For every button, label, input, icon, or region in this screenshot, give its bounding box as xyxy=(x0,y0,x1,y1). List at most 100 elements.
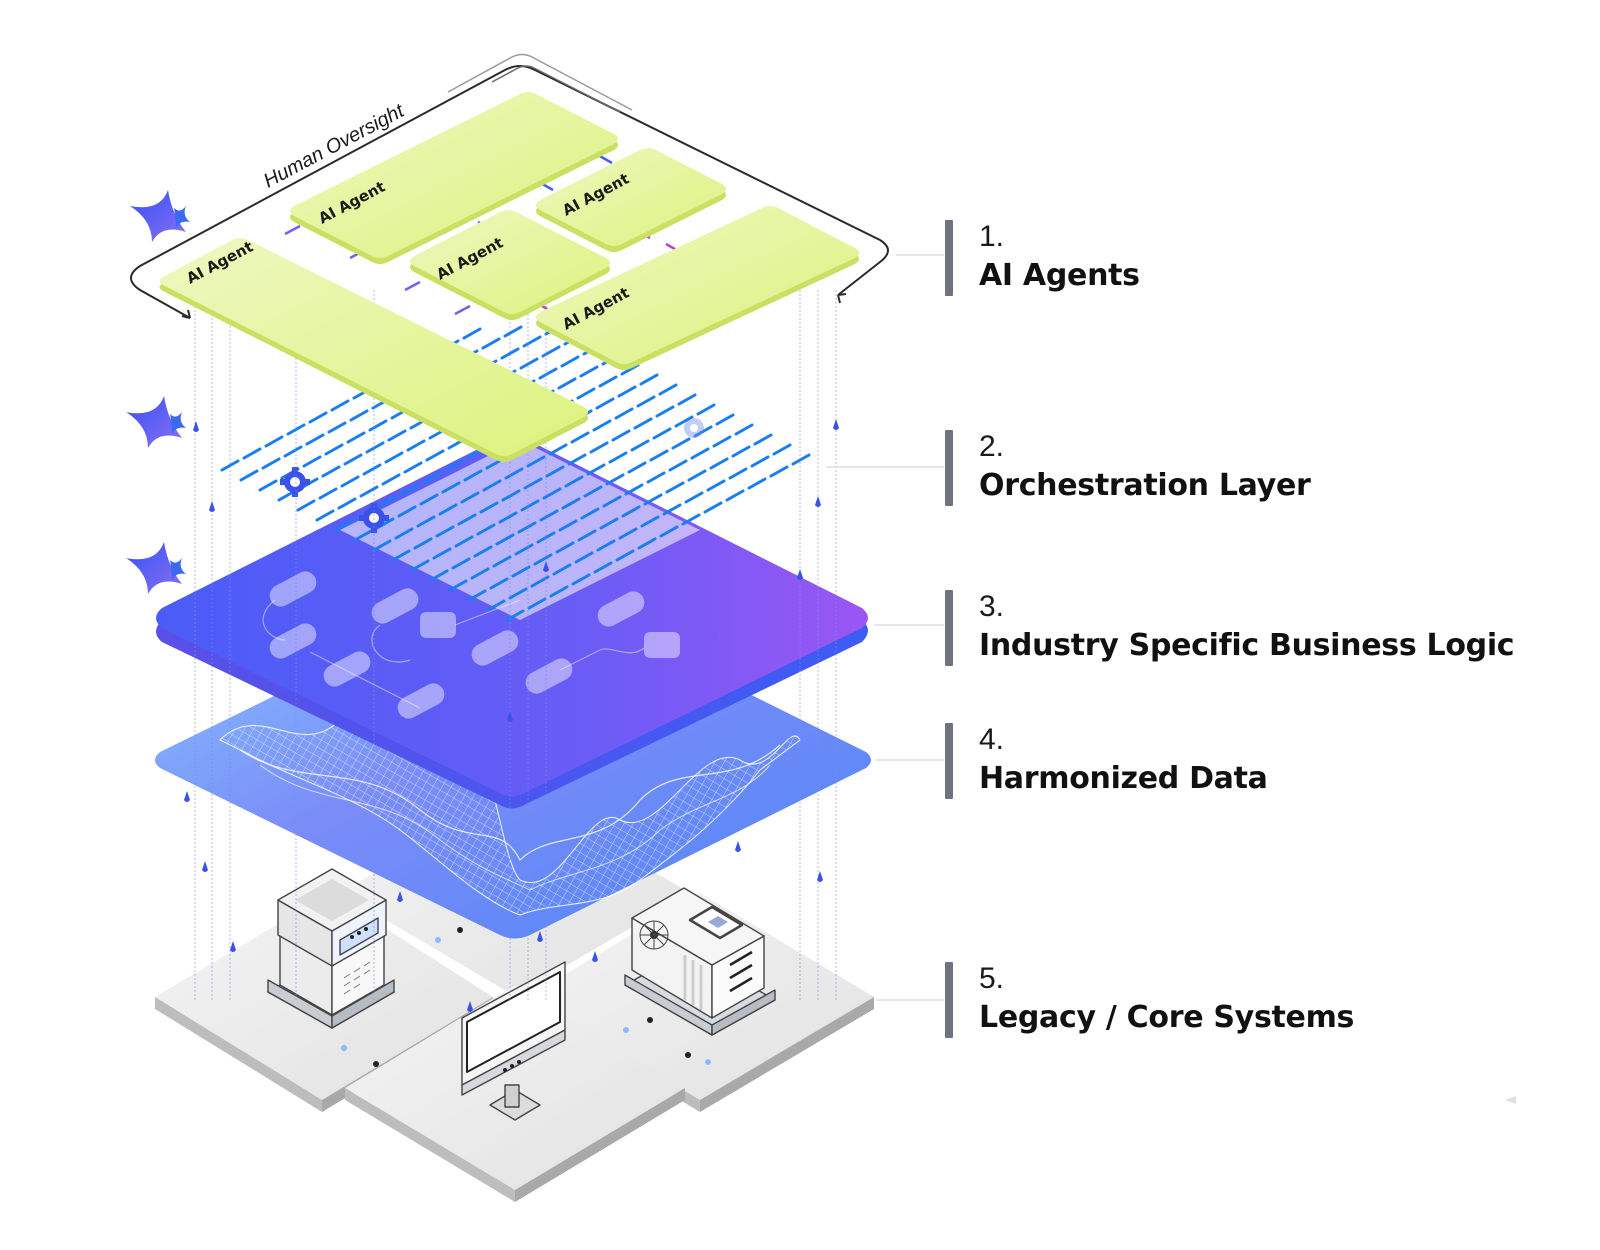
orchestration-dash xyxy=(318,487,338,500)
orchestration-dash xyxy=(646,471,666,484)
orchestration-dash xyxy=(564,475,584,488)
orchestration-dash xyxy=(772,443,792,456)
legend-label: Legacy / Core Systems xyxy=(979,1000,1355,1035)
orchestration-dash xyxy=(258,479,278,492)
orchestration-dash xyxy=(555,541,575,554)
orchestration-dash xyxy=(482,479,502,492)
legend-label: AI Agents xyxy=(979,258,1140,293)
orchestration-dash xyxy=(615,549,635,562)
ai-agent-card: AI Agent xyxy=(159,237,588,462)
ai-agent-card: AI Agent xyxy=(410,210,610,320)
flow-arrow xyxy=(592,951,598,962)
flow-arrow xyxy=(817,871,823,882)
orchestration-dash xyxy=(441,481,461,494)
orchestration-dash xyxy=(438,503,458,516)
orchestration-dash xyxy=(627,461,647,474)
orchestration-dash xyxy=(571,573,591,586)
orchestration-dash xyxy=(539,509,559,522)
orchestration-dash xyxy=(416,515,436,528)
orchestration-dash xyxy=(324,443,344,456)
workflow-nodes xyxy=(269,571,680,719)
orchestration-dash xyxy=(435,525,455,538)
orchestration-dash xyxy=(346,431,366,444)
orchestration-dash xyxy=(362,463,382,476)
orchestration-dash xyxy=(470,567,490,580)
orchestration-dash xyxy=(542,487,562,500)
flow-arrow xyxy=(193,421,199,432)
server-icon xyxy=(267,868,395,1029)
workflow-connectors xyxy=(262,599,645,709)
legend-number: 4. xyxy=(979,723,1005,756)
mainframe-icon xyxy=(624,887,776,1036)
orchestration-dash xyxy=(560,355,580,368)
orchestration-dash xyxy=(579,365,599,378)
orchestration-dash xyxy=(394,527,414,540)
orchestration-dash xyxy=(583,485,603,498)
orchestration-dash xyxy=(242,447,262,460)
orchestration-dash xyxy=(640,515,660,528)
orchestration-dash xyxy=(750,455,770,468)
orchestration-dash xyxy=(349,409,369,422)
orchestration-dash xyxy=(476,523,496,536)
orchestration-dash xyxy=(308,411,328,424)
orchestration-dash xyxy=(391,549,411,562)
legend-bar xyxy=(945,220,953,296)
orchestration-dash xyxy=(526,455,546,468)
orchestration-dash xyxy=(454,535,474,548)
orchestration-dash xyxy=(593,561,613,574)
legend-leader-lines xyxy=(826,254,944,1001)
legend-label: Orchestration Layer xyxy=(979,468,1311,503)
orchestration-dash xyxy=(400,483,420,496)
legend-number: 1. xyxy=(979,220,1005,253)
orchestration-dash xyxy=(731,445,751,458)
flow-arrow xyxy=(184,791,190,802)
orchestration-dash xyxy=(681,513,701,526)
orchestration-dash xyxy=(410,559,430,572)
orchestration-dash xyxy=(457,513,477,526)
orchestration-dash xyxy=(570,431,590,444)
orchestration-dash xyxy=(734,423,754,436)
orchestration-dash xyxy=(538,367,558,380)
orchestration-dash xyxy=(353,529,373,542)
flow-arrow xyxy=(397,891,403,902)
orchestration-dash xyxy=(592,419,612,432)
orchestration-dash xyxy=(605,473,625,486)
legend-label: Industry Specific Business Logic xyxy=(979,628,1515,663)
gear-icon xyxy=(684,418,704,438)
flow-arrow xyxy=(833,419,839,430)
orchestration-dash xyxy=(715,413,735,426)
business-logic-layer xyxy=(156,435,868,809)
orchestration-dash xyxy=(467,589,487,602)
orchestration-dash xyxy=(636,395,656,408)
orchestration-dash xyxy=(481,337,501,350)
orchestration-dash xyxy=(630,439,650,452)
orchestration-dash xyxy=(444,459,464,472)
flow-lines xyxy=(184,290,839,1012)
orchestration-dash xyxy=(305,433,325,446)
orchestration-dash xyxy=(520,499,540,512)
orchestration-dash xyxy=(479,501,499,514)
orchestration-dash xyxy=(611,429,631,442)
ai-agent-card: AI Agent xyxy=(536,206,859,370)
orchestration-dash xyxy=(489,577,509,590)
orchestration-dash xyxy=(522,335,542,348)
orchestration-dash xyxy=(340,475,360,488)
orchestration-dash xyxy=(419,493,439,506)
orchestration-dash xyxy=(429,569,449,582)
orchestration-dash xyxy=(791,453,811,466)
orchestration-dash xyxy=(422,471,442,484)
orchestration-dash xyxy=(378,495,398,508)
legend-bar xyxy=(945,962,953,1038)
orchestration-dash xyxy=(425,449,445,462)
orchestration-dash xyxy=(577,529,597,542)
gear-icon xyxy=(280,467,310,497)
flow-arrow xyxy=(467,1001,473,1012)
oversight-frame-outer xyxy=(447,53,633,111)
orchestration-dash xyxy=(508,587,528,600)
orchestration-dash xyxy=(561,497,581,510)
orchestration-dash xyxy=(621,505,641,518)
orchestration-dash xyxy=(598,375,618,388)
orchestration-dash xyxy=(220,459,240,472)
flow-arrow xyxy=(230,941,236,952)
